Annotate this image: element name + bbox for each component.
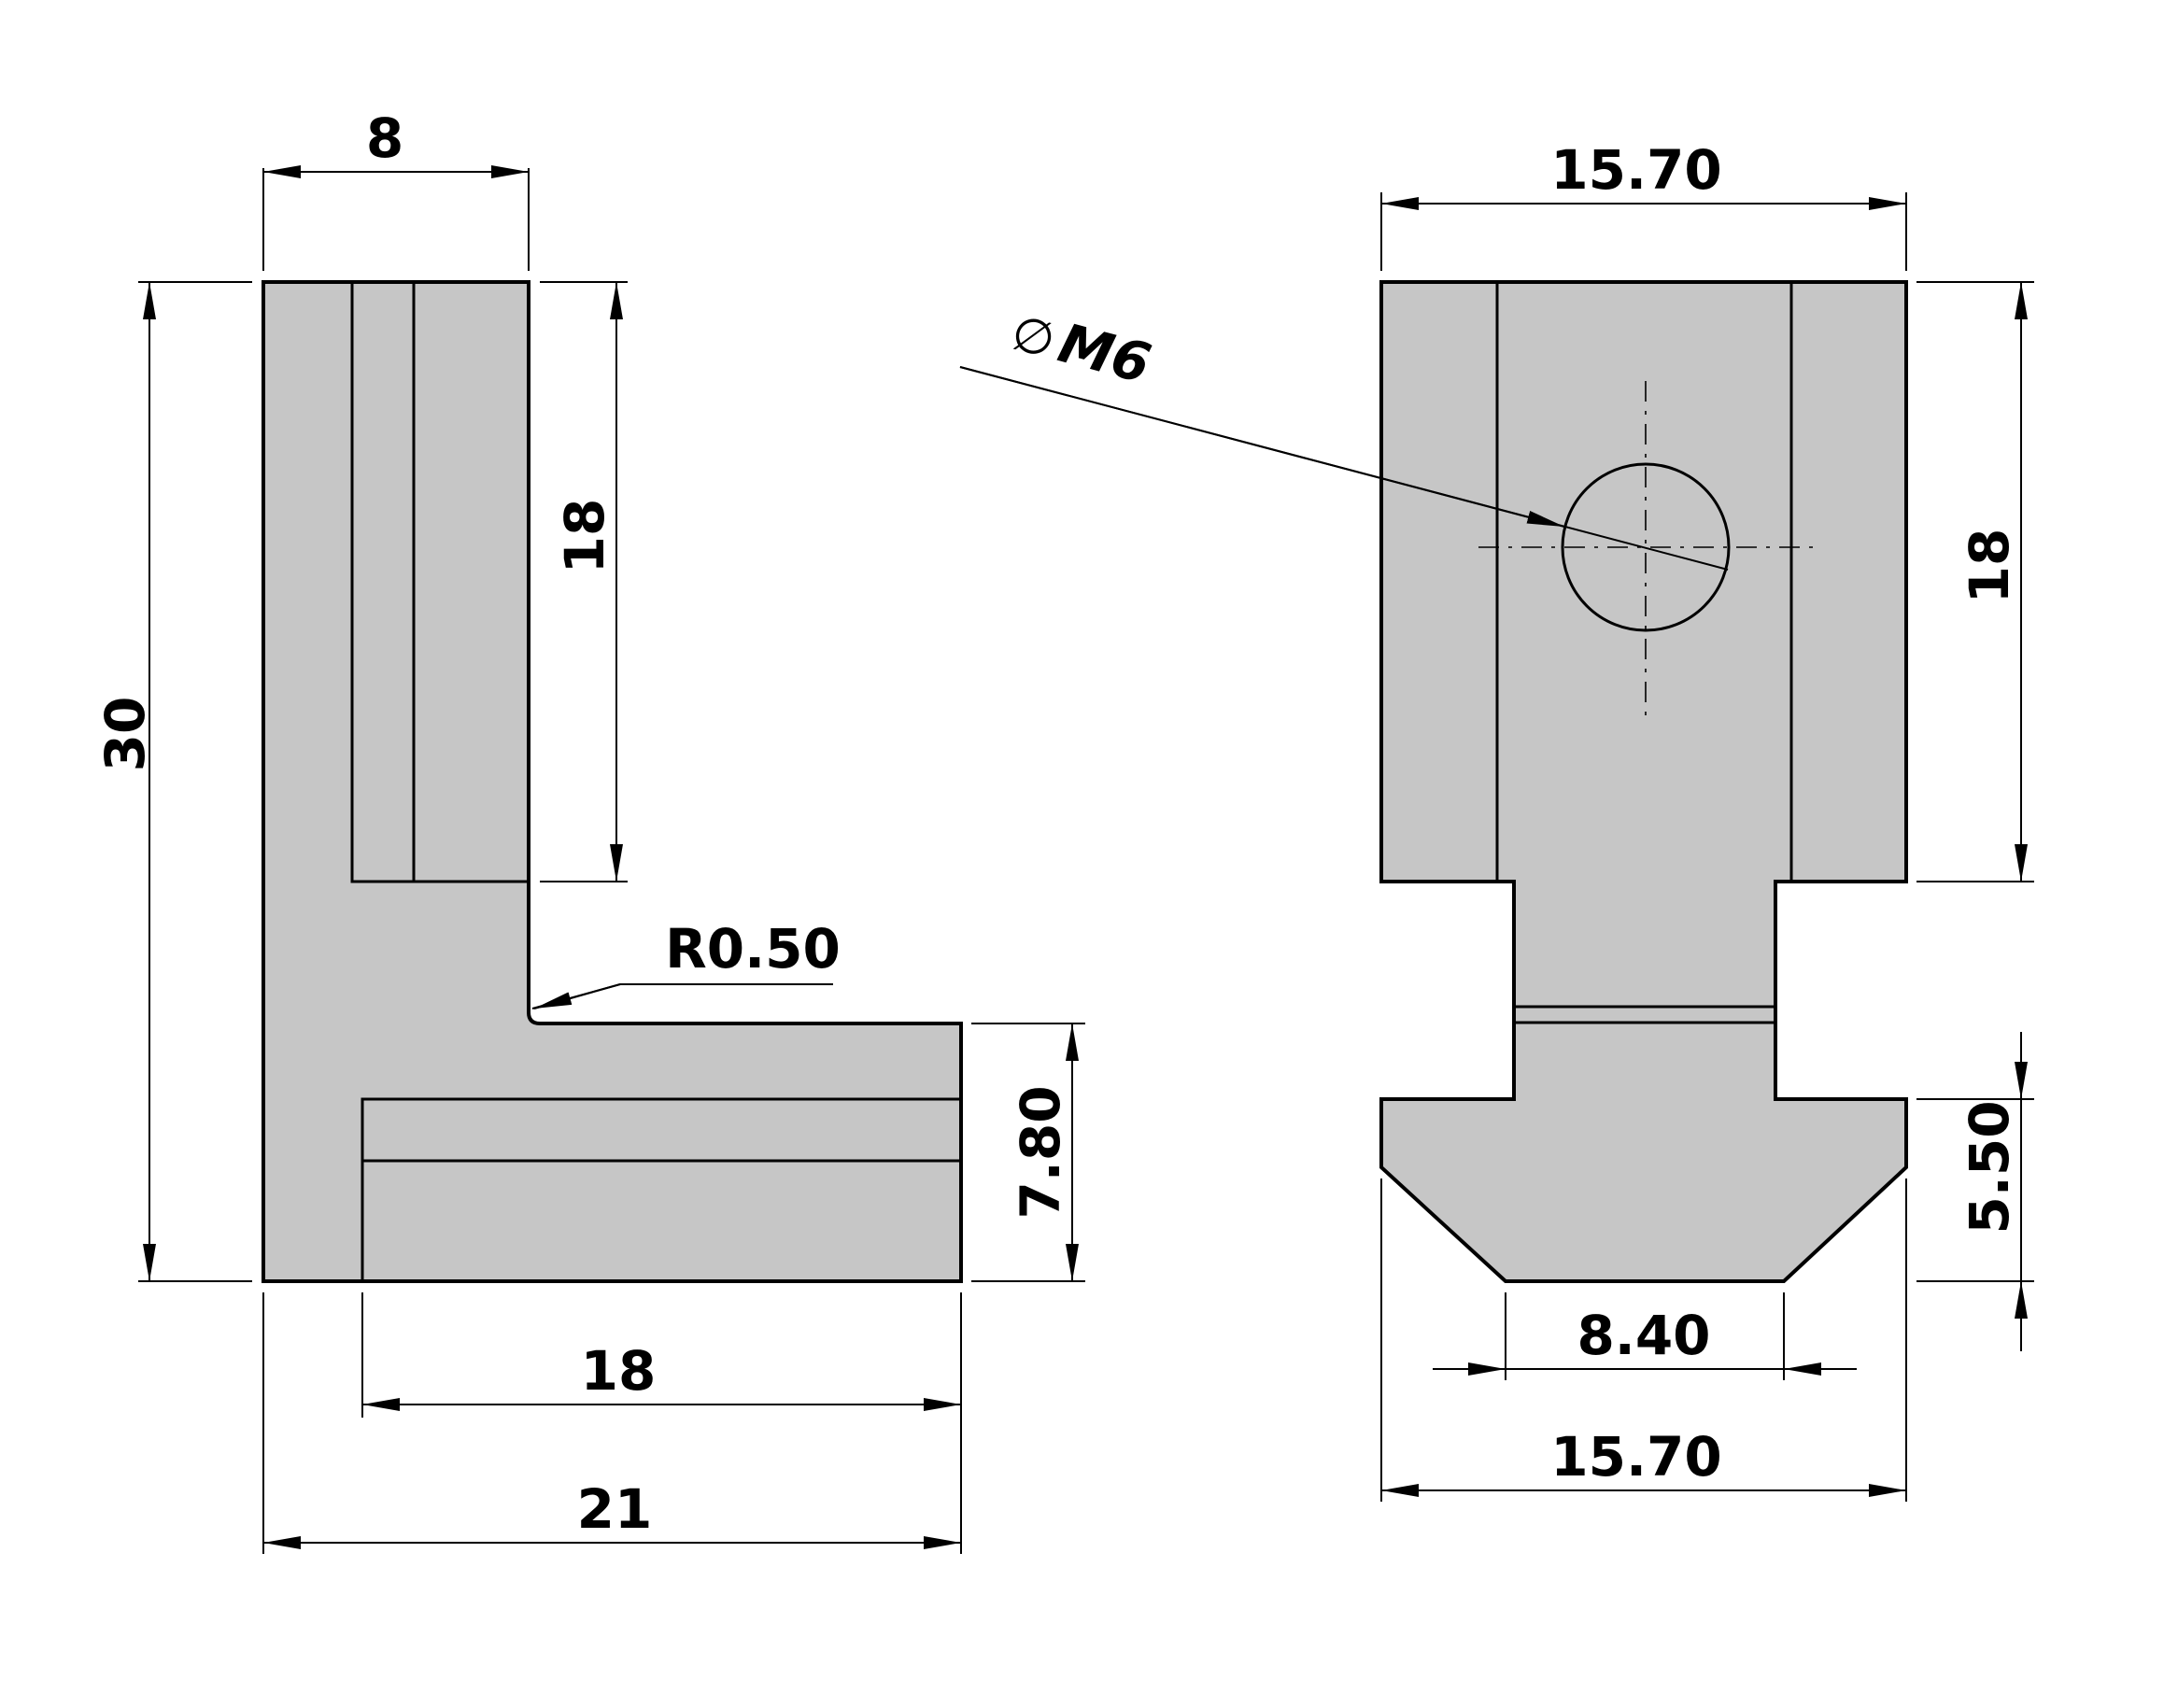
side-view-foot-lines: [361, 1097, 961, 1281]
dim-m6-text: M6: [1053, 311, 1157, 396]
dim-r050-label: R0.50: [665, 917, 841, 981]
side-view-slot-lines: [350, 282, 529, 883]
hole-centerlines: [1478, 381, 1814, 719]
dim-1570-bottom-label: 15.70: [1550, 1425, 1721, 1489]
dim-8-extension: [262, 168, 530, 271]
hole-circle: [1561, 462, 1731, 632]
dim-8-label: 8: [366, 106, 403, 170]
dim-18-horizontal-label: 18: [581, 1339, 657, 1403]
front-view: ∅ M6 15.70 18 5.50 8.40 15.70: [959, 138, 2034, 1502]
diameter-symbol: ∅: [1006, 305, 1061, 371]
dim-18-vertical-label: 18: [553, 499, 616, 574]
front-view-outline: [1379, 280, 1908, 1283]
dim-30-label: 30: [93, 697, 157, 772]
side-view: 8 18 30 R0.50 7.80 18 21: [93, 106, 1085, 1554]
dim-840-label: 8.40: [1577, 1304, 1710, 1367]
dim-m6-label: ∅ M6: [1006, 305, 1157, 396]
dim-r050-arrow: [533, 983, 621, 1009]
dim-18-horizontal-extension: [361, 1292, 962, 1418]
dim-1570-top-label: 15.70: [1550, 138, 1721, 202]
dim-21-extension: [262, 1292, 962, 1554]
dim-1570-bottom-extension: [1380, 1179, 1907, 1502]
dim-21-label: 21: [577, 1477, 653, 1541]
dim-30-extension: [138, 281, 252, 1282]
dim-m6-arrow: [959, 366, 1565, 528]
front-view-neck-lines: [1514, 1005, 1775, 1024]
dim-18-vertical-extension: [540, 281, 628, 882]
dim-18-front-label: 18: [1958, 529, 2021, 604]
dim-550-label: 5.50: [1958, 1100, 2021, 1234]
dim-780-label: 7.80: [1009, 1085, 1072, 1219]
side-view-outline: [262, 280, 963, 1283]
front-view-slot-lines: [1495, 282, 1793, 882]
